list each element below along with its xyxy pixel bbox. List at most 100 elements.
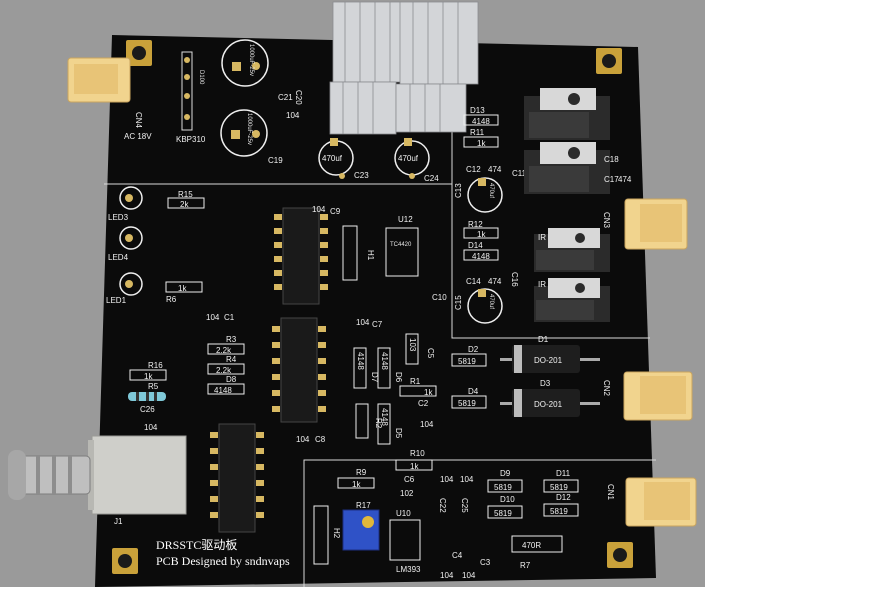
label-d13: D13 bbox=[470, 106, 485, 115]
label-c5: C5 bbox=[426, 348, 435, 359]
diode-d8 bbox=[207, 383, 245, 395]
label-d8v: 4148 bbox=[214, 386, 232, 395]
label-c14: C14 bbox=[466, 277, 481, 286]
label-d9v: 5819 bbox=[494, 483, 512, 492]
resistor-r5-body bbox=[128, 392, 166, 401]
label-c10: C10 bbox=[432, 293, 447, 302]
label-cap470a: 470uf bbox=[322, 154, 343, 163]
label-c7v: 104 bbox=[356, 318, 370, 327]
label-c13: C13 bbox=[454, 183, 463, 198]
label-ip2: IR bbox=[538, 233, 546, 242]
capacitor-1000uf-bottom bbox=[220, 109, 268, 157]
connector-cn4 bbox=[67, 57, 131, 103]
resistor-r6 bbox=[165, 281, 203, 293]
diode-d11 bbox=[543, 479, 579, 493]
label-c8v: 104 bbox=[296, 435, 310, 444]
label-c26: C26 bbox=[140, 405, 155, 414]
3d-viewport[interactable]: CN4 AC 18V KBP310 D100 1000uF-25v 1000uF… bbox=[0, 0, 705, 587]
label-r12v: 1k bbox=[477, 230, 486, 239]
label-r12: R12 bbox=[468, 220, 483, 229]
label-d4: D4 bbox=[468, 387, 479, 396]
diode-d6 bbox=[377, 347, 391, 389]
label-c14v: 474 bbox=[488, 277, 502, 286]
label-d9: D9 bbox=[500, 469, 511, 478]
label-c24: C24 bbox=[424, 174, 439, 183]
label-c1v: 104 bbox=[206, 313, 220, 322]
label-c12: C12 bbox=[466, 165, 481, 174]
diode-d5 bbox=[377, 403, 391, 445]
led-led3 bbox=[119, 186, 143, 210]
label-d5v: 4148 bbox=[380, 408, 389, 426]
label-c8: C8 bbox=[315, 435, 326, 444]
ic-u10 bbox=[389, 519, 421, 561]
diode-d4 bbox=[451, 395, 487, 409]
label-r5: R5 bbox=[148, 382, 159, 391]
label-c4v: 104 bbox=[440, 571, 454, 580]
label-c15: C15 bbox=[454, 295, 463, 310]
label-c1: C1 bbox=[224, 313, 235, 322]
resistor-r12 bbox=[463, 227, 499, 239]
label-d11v: 5819 bbox=[550, 483, 568, 492]
connector-cn2 bbox=[623, 371, 693, 421]
label-r10v: 1k bbox=[410, 462, 419, 471]
label-cn1: CN1 bbox=[606, 484, 615, 501]
label-c25: C25 bbox=[460, 498, 469, 513]
diode-d2 bbox=[451, 353, 487, 367]
label-cap1000b: 1000uF-25v bbox=[246, 113, 252, 145]
label-d8: D8 bbox=[226, 375, 237, 384]
capacitor-470uf-c23 bbox=[318, 138, 354, 179]
label-r16v: 1k bbox=[144, 372, 153, 381]
label-d100: D100 bbox=[198, 70, 204, 85]
label-c16: C16 bbox=[510, 272, 519, 287]
trimpot-r17[interactable] bbox=[342, 509, 380, 551]
ic-dip-middle bbox=[272, 317, 326, 423]
label-d1: D1 bbox=[538, 335, 549, 344]
capacitor-1000uf-top bbox=[221, 39, 269, 87]
heatsink-left bbox=[329, 1, 402, 135]
ic-u12 bbox=[385, 227, 419, 277]
label-cap470b: 470uf bbox=[398, 154, 419, 163]
label-c5v: 103 bbox=[408, 338, 417, 352]
mosfet-q1 bbox=[524, 88, 610, 140]
label-c23: C23 bbox=[354, 171, 369, 180]
label-r7: R7 bbox=[520, 561, 531, 570]
label-r6v: 1k bbox=[178, 284, 187, 293]
mounting-holes bbox=[112, 40, 633, 574]
label-c25v: 104 bbox=[460, 475, 474, 484]
label-kbp310: KBP310 bbox=[176, 135, 206, 144]
label-c21: C21 bbox=[278, 93, 293, 102]
label-cn2: CN2 bbox=[602, 380, 611, 397]
resistor-r9 bbox=[337, 477, 375, 489]
label-led3: LED3 bbox=[108, 213, 129, 222]
ic-dip-lower bbox=[210, 423, 264, 533]
resistor-r4 bbox=[207, 363, 245, 375]
label-d14: D14 bbox=[468, 241, 483, 250]
resistor-r1 bbox=[399, 385, 437, 397]
label-c17: C17 bbox=[604, 175, 619, 184]
label-d2v: 5819 bbox=[458, 357, 476, 366]
label-c17v: 474 bbox=[618, 175, 632, 184]
label-r10: R10 bbox=[410, 449, 425, 458]
label-cap1000a: 1000uF-25v bbox=[248, 44, 254, 76]
header-h1 bbox=[342, 225, 358, 281]
mosfet-q3 bbox=[534, 228, 610, 272]
label-c20: C20 bbox=[294, 90, 303, 105]
label-cn3: CN3 bbox=[602, 212, 611, 229]
label-c13v: 470uf bbox=[488, 183, 494, 198]
label-c6v: 102 bbox=[400, 489, 414, 498]
label-c15v: 470uf bbox=[488, 294, 494, 309]
label-d10v: 5819 bbox=[494, 509, 512, 518]
label-bnc-j1: J1 bbox=[114, 517, 123, 526]
diode-d10 bbox=[487, 505, 523, 519]
label-ip3: IR bbox=[538, 280, 546, 289]
label-d13v: 4148 bbox=[472, 117, 490, 126]
label-h2: H2 bbox=[332, 528, 341, 539]
header-h2 bbox=[313, 505, 329, 565]
resistor-r16 bbox=[129, 369, 167, 381]
resistor-r15 bbox=[167, 197, 205, 209]
bnc-connector bbox=[8, 435, 187, 515]
heatsink-right bbox=[395, 1, 479, 133]
label-r7v: 470R bbox=[522, 541, 541, 550]
capacitor-470uf-c24 bbox=[394, 138, 430, 179]
label-d1v: DO-201 bbox=[534, 356, 563, 365]
